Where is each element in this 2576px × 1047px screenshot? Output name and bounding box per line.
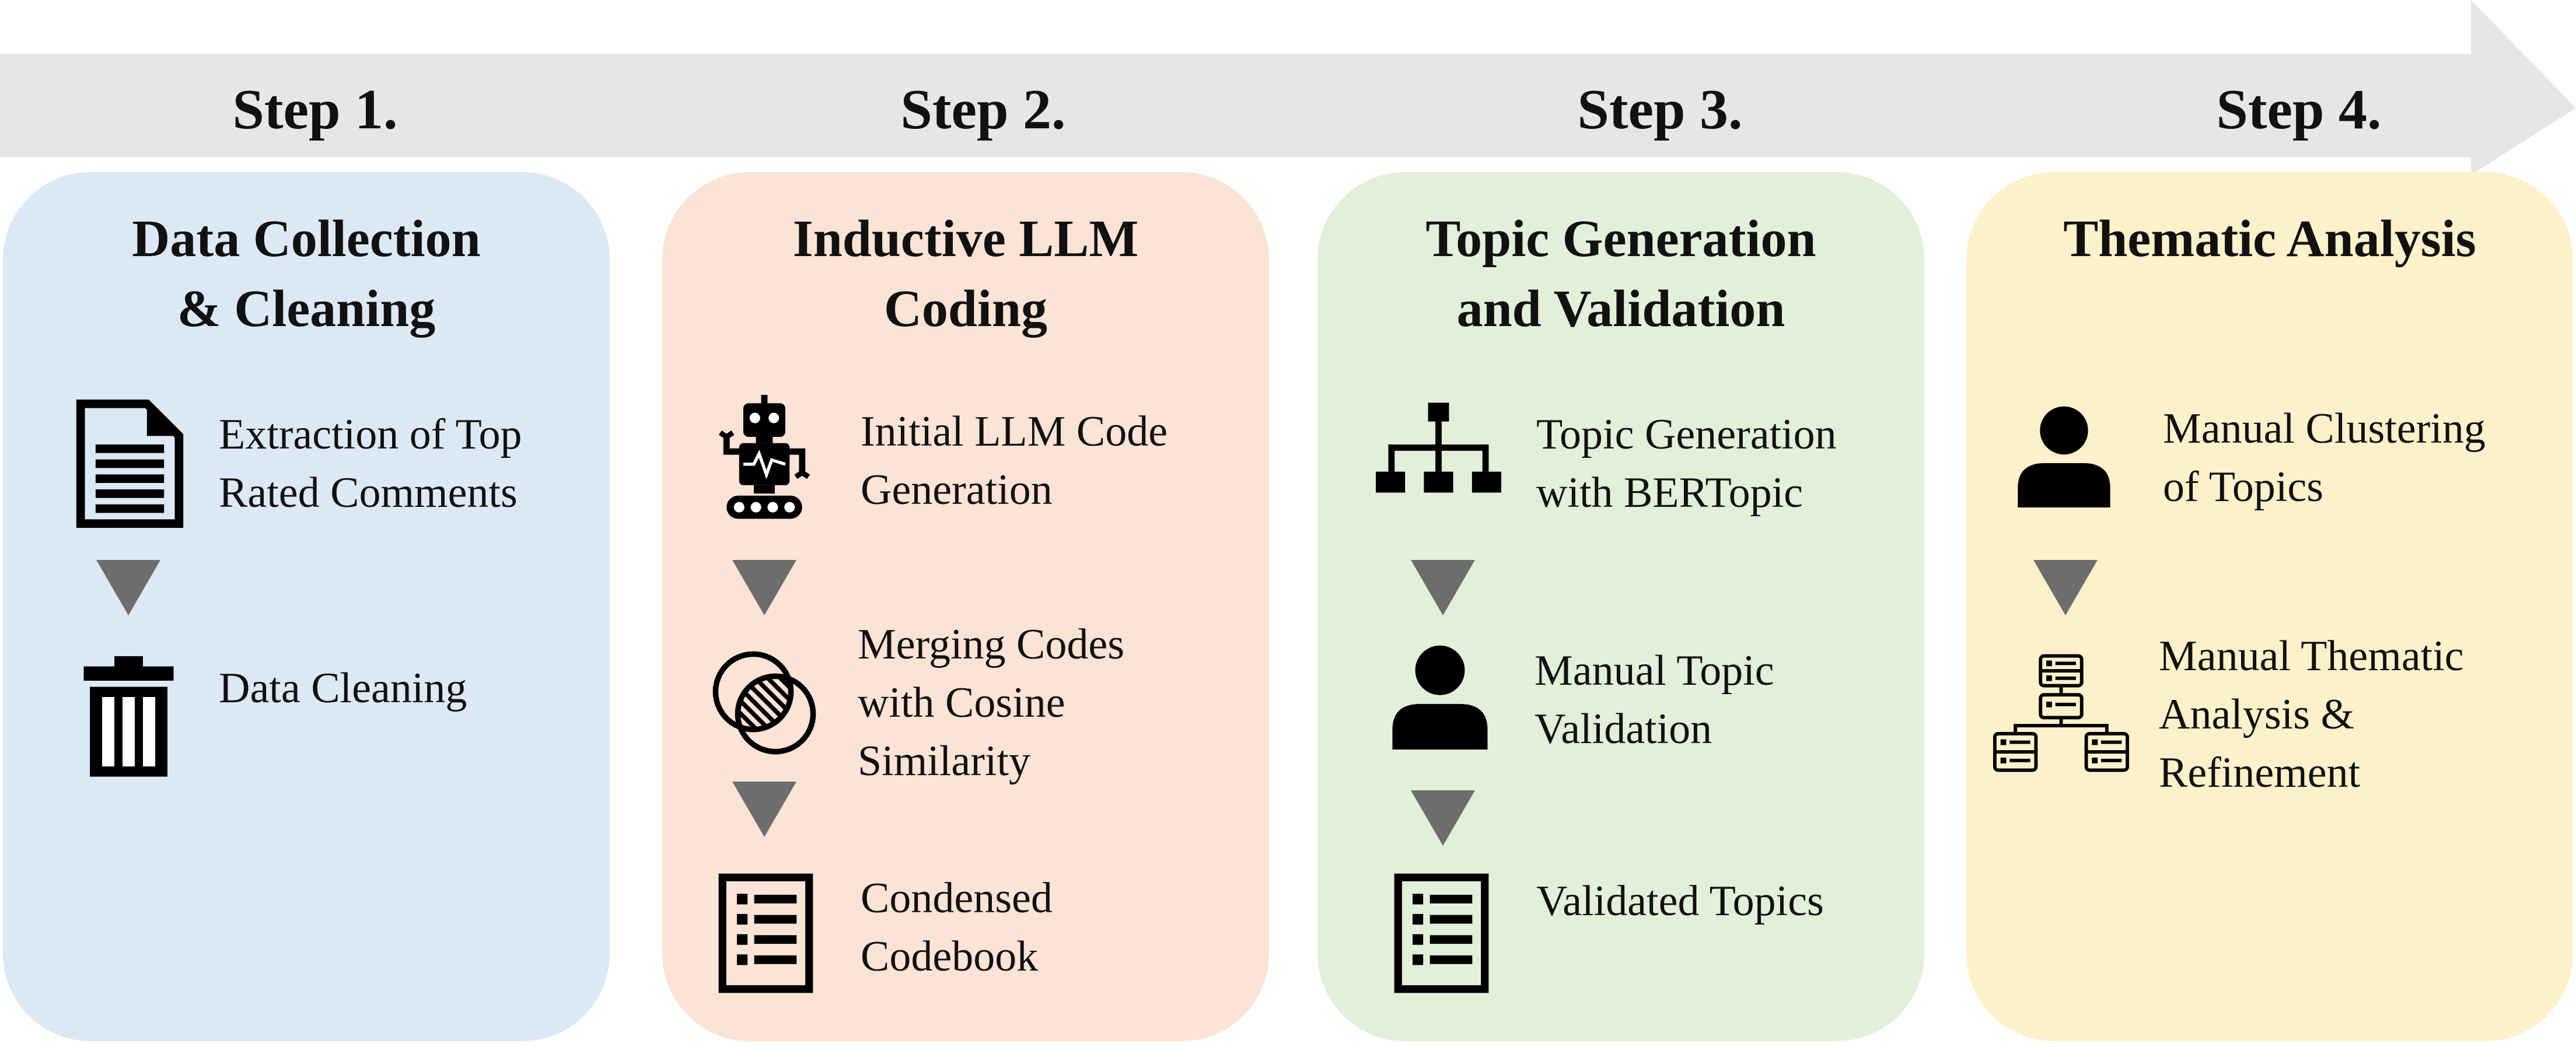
- connector-arrow-icon: [1411, 560, 1475, 615]
- step-3-card: Topic Generation and Validation Topic Ge…: [1317, 172, 1924, 1041]
- person-icon: [2016, 405, 2112, 507]
- robot-icon: [712, 394, 817, 522]
- connector-arrow-icon: [732, 782, 796, 837]
- server-network-icon: [1993, 653, 2130, 773]
- checklist-icon: [1393, 872, 1490, 995]
- step-1-label: Step 1.: [232, 78, 398, 141]
- connector-arrow-icon: [1411, 790, 1475, 846]
- step-2-title: Inductive LLM Coding: [792, 210, 1139, 338]
- step-1-card: Data Collection & Cleaning Extraction of…: [3, 172, 610, 1041]
- process-arrow: [0, 0, 2576, 175]
- hierarchy-icon: [1376, 402, 1501, 507]
- step-3-title: Topic Generation and Validation: [1425, 210, 1816, 338]
- step-3-item-1-text: Topic Generation with BERTopic: [1536, 411, 1837, 517]
- trash-icon: [78, 656, 180, 779]
- checklist-icon: [718, 872, 814, 995]
- step-2-item-1-text: Initial LLM Code Generation: [861, 408, 1168, 514]
- step-4-label: Step 4.: [2216, 78, 2382, 141]
- step-4-item-2-text: Manual Thematic Analysis & Refinement: [2159, 632, 2464, 797]
- step-2-label: Step 2.: [900, 78, 1066, 141]
- document-icon: [76, 400, 184, 528]
- step-1-item-2-text: Data Cleaning: [219, 664, 467, 712]
- step-4-item-1-text: Manual Clustering of Topics: [2163, 405, 2486, 511]
- step-3-label: Step 3.: [1577, 78, 1743, 141]
- step-2-card: Inductive LLM Coding: [662, 172, 1269, 1041]
- person-icon: [1390, 645, 1490, 750]
- step-1-item-1-text: Extraction of Top Rated Comments: [219, 411, 522, 517]
- step-3-item-3-text: Validated Topics: [1536, 877, 1824, 925]
- step-2-item-2-text: Merging Codes with Cosine Similarity: [858, 621, 1125, 785]
- connector-arrow-icon: [96, 560, 160, 615]
- step-4-card: Thematic Analysis Manual Clustering of T…: [1966, 172, 2573, 1041]
- connector-arrow-icon: [2033, 560, 2098, 615]
- step-3-item-2-text: Manual Topic Validation: [1535, 647, 1774, 753]
- step-1-title: Data Collection & Cleaning: [132, 210, 481, 338]
- step-4-title: Thematic Analysis: [2063, 210, 2476, 268]
- venn-overlap-icon: [709, 647, 820, 758]
- step-2-item-3-text: Condensed Codebook: [861, 874, 1053, 981]
- connector-arrow-icon: [732, 560, 796, 615]
